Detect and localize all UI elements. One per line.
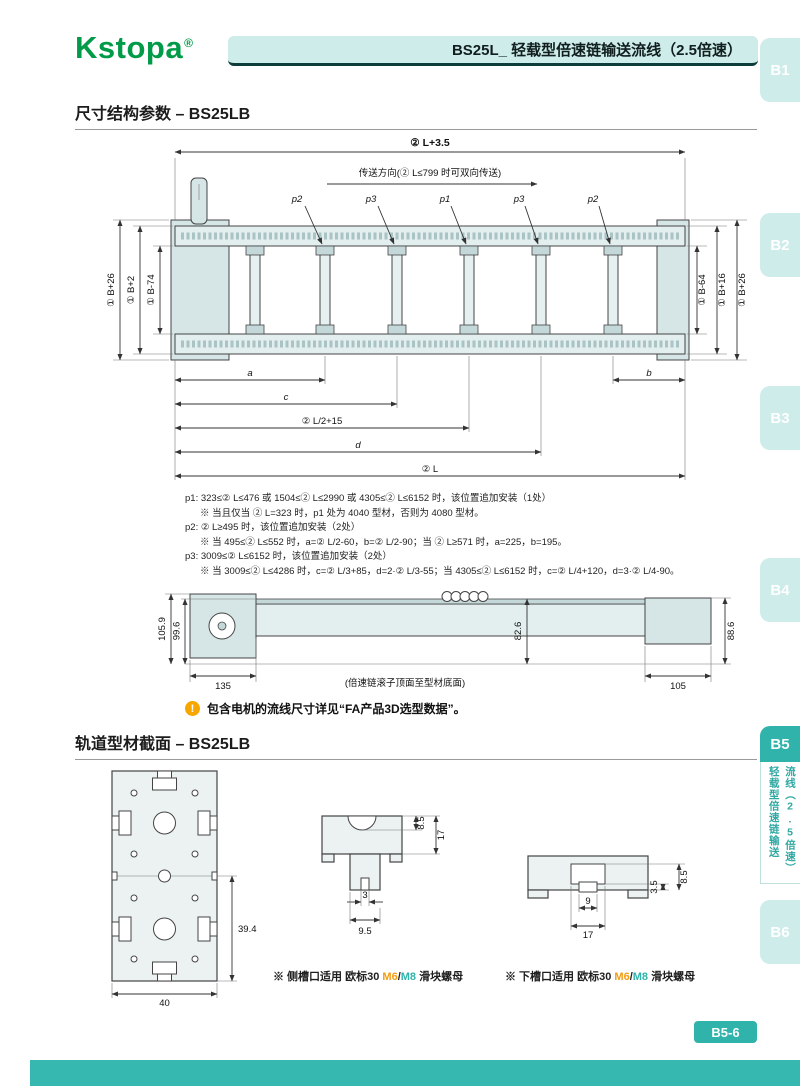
dim-drive-length: 135 <box>215 681 231 692</box>
t-slots <box>111 770 218 982</box>
dim-total-length: ② L <box>422 464 438 475</box>
conveyor-side-view <box>185 591 731 665</box>
side-tab-b6: B6 <box>760 900 800 964</box>
profile2-note-prefix: ※ 侧槽口适用 欧标30 <box>273 971 383 983</box>
m8-label: M8 <box>632 971 649 983</box>
m8-label: M8 <box>400 971 417 983</box>
side-view-drawing: 105.9 99.6 135 (倍速链滚子顶面至型材底面) 82.6 88.6 … <box>157 591 737 692</box>
dim-profile2-base-width: 9.5 <box>358 926 371 937</box>
dim-tail-height: 88.6 <box>726 622 737 641</box>
section-title-profiles: 轨道型材截面 – BS25LB <box>75 730 757 760</box>
side-tab-b4: B4 <box>760 558 800 622</box>
profile2-note-suffix: 滑块螺母 <box>416 971 464 983</box>
dim-profile1-width: 40 <box>159 998 170 1008</box>
profile-bottom-rail-figure: 9 17 3.5 8.5 <box>513 826 703 966</box>
dim-profile3-cavity: 17 <box>583 930 594 941</box>
section-title-dimensions: 尺寸结构参数 – BS25LB <box>75 100 757 130</box>
profile2-note: ※ 侧槽口适用 欧标30 M6/M8 滑块螺母 <box>273 968 463 984</box>
p-label: p2 <box>587 194 599 205</box>
side-tab-b5-label: B5 <box>760 726 800 762</box>
profile3-note: ※ 下槽口适用 欧标30 M6/M8 滑块螺母 <box>505 968 695 984</box>
warning-icon: ! <box>185 701 200 716</box>
dim-width-inner-left: ① B-74 <box>146 274 157 305</box>
dim-width-inner-right: ① B-64 <box>697 274 708 305</box>
dim-profile3-depth: 8.5 <box>679 870 690 883</box>
dim-c: c <box>284 392 289 403</box>
profile-side-rail-figure: 8.5 17 3 9.5 <box>300 794 460 944</box>
side-tab-b5-active: B5 流线（2.5倍速） 轻载型倍速链输送 <box>760 726 800 884</box>
p-label: p3 <box>365 194 377 205</box>
m6-label: M6 <box>614 971 630 983</box>
side-view-dimensions: 105.9 99.6 135 (倍速链滚子顶面至型材底面) 82.6 88.6 … <box>157 593 737 692</box>
profile3-note-prefix: ※ 下槽口适用 欧标30 <box>505 971 615 983</box>
motor-note: ! 包含电机的流线尺寸详见“FA产品3D选型数据”。 <box>185 700 466 717</box>
dim-profile3-lip: 3.5 <box>649 880 660 893</box>
dim-profile3-opening: 9 <box>585 896 590 907</box>
dim-profile2-slot-width: 3 <box>362 890 367 901</box>
dim-profile2-slot-depth: 8.5 <box>416 816 427 829</box>
page-title: BS25L_ 轻载型倍速链输送流线（2.5倍速） <box>451 42 742 59</box>
p-label: p3 <box>513 194 525 205</box>
top-view-dimensions: ② L+3.5 传送方向(② L≤799 时可双向传送) p2 p3 p1 p3… <box>106 137 748 480</box>
dim-overall-length: ② L+3.5 <box>410 137 450 149</box>
roller-surface-note: (倍速链滚子顶面至型材底面) <box>345 677 465 689</box>
note-line: ※ 当且仅当 ② L=323 时，p1 处为 4040 型材，否则为 4080 … <box>200 507 484 519</box>
dim-profile1-height: 39.4 <box>238 924 257 935</box>
registered-mark-icon: ® <box>184 35 194 50</box>
dim-width-outer-right: ① B+26 <box>737 273 748 307</box>
dim-profile2-head-height: 17 <box>436 830 447 841</box>
footer-bar <box>30 1060 800 1086</box>
conveyor-body <box>170 177 690 361</box>
coil-detail <box>441 591 489 602</box>
dim-d: d <box>355 440 361 451</box>
dim-width-mid-right: ① B+16 <box>717 273 728 307</box>
dim-a: a <box>247 368 252 379</box>
note-line: ※ 当 495≤② L≤552 时，a=② L/2-60，b=② L/2-90；… <box>200 536 567 548</box>
top-view-drawing: ② L+3.5 传送方向(② L≤799 时可双向传送) p2 p3 p1 p3… <box>106 137 748 480</box>
side-tab-b5-title: 轻载型倍速链输送 <box>767 766 780 858</box>
dim-roller-to-bottom: 82.6 <box>513 622 524 641</box>
p-label: p1 <box>439 194 451 205</box>
side-tab-b5-chapter-title: 流线（2.5倍速） 轻载型倍速链输送 <box>760 762 800 884</box>
direction-note: 传送方向(② L≤799 时可双向传送) <box>359 167 501 179</box>
core-holes <box>130 789 199 963</box>
side-tab-b1: B1 <box>760 38 800 102</box>
dim-overall-height: 105.9 <box>157 617 168 641</box>
top-view-figure: ② L+3.5 传送方向(② L≤799 时可双向传送) p2 p3 p1 p3… <box>75 134 757 486</box>
note-line: p2: ② L≥495 时，该位置追加安装（2处） <box>185 522 361 533</box>
side-tab-b2: B2 <box>760 213 800 277</box>
m6-label: M6 <box>382 971 398 983</box>
installation-notes: p1: 323≤② L≤476 或 1504≤② L≤2990 或 4305≤②… <box>185 492 680 579</box>
slash: / <box>397 971 401 983</box>
brand-logo-text: Kstopa <box>75 30 184 65</box>
side-tab-b5-subtitle: 流线（2.5倍速） <box>784 766 796 874</box>
profile-side-rail-drawing: 8.5 17 3 9.5 <box>321 815 447 937</box>
page-number-badge: B5-6 <box>694 1021 757 1043</box>
note-line: ※ 当 3009≤② L≤4286 时，c=② L/3+85，d=2·② L/3… <box>200 565 680 577</box>
dim-inner-height: 99.6 <box>172 622 183 641</box>
dim-width-outer-left: ① B+26 <box>106 273 117 307</box>
side-tab-b3: B3 <box>760 386 800 450</box>
dim-half-length: ② L/2+15 <box>302 416 342 427</box>
page-title-strip: BS25L_ 轻载型倍速链输送流线（2.5倍速） <box>228 36 758 66</box>
dim-b: b <box>646 368 651 379</box>
profile-4080-figure: 40 39.4 <box>87 766 272 1008</box>
note-line: p1: 323≤② L≤476 或 1504≤② L≤2990 或 4305≤②… <box>185 493 552 504</box>
profile-sections: 40 39.4 8.5 17 <box>75 766 757 1008</box>
p-label: p2 <box>291 194 303 205</box>
motor-note-text: 包含电机的流线尺寸详见“FA产品3D选型数据”。 <box>207 702 466 716</box>
side-view-figure: 105.9 99.6 135 (倍速链滚子顶面至型材底面) 82.6 88.6 … <box>75 586 757 698</box>
brand-logo: Kstopa® <box>75 30 193 66</box>
dim-tail-length: 105 <box>670 681 686 692</box>
cross-members <box>245 245 623 335</box>
profile-4080-drawing: 40 39.4 <box>111 770 257 1008</box>
note-line: p3: 3009≤② L≤6152 时，该位置追加安装（2处） <box>185 551 392 562</box>
profile3-note-suffix: 滑块螺母 <box>648 971 696 983</box>
slash: / <box>629 971 633 983</box>
dim-width-mid-left: ① B+2 <box>126 276 137 304</box>
profile-bottom-rail-drawing: 9 17 3.5 8.5 <box>527 855 690 941</box>
